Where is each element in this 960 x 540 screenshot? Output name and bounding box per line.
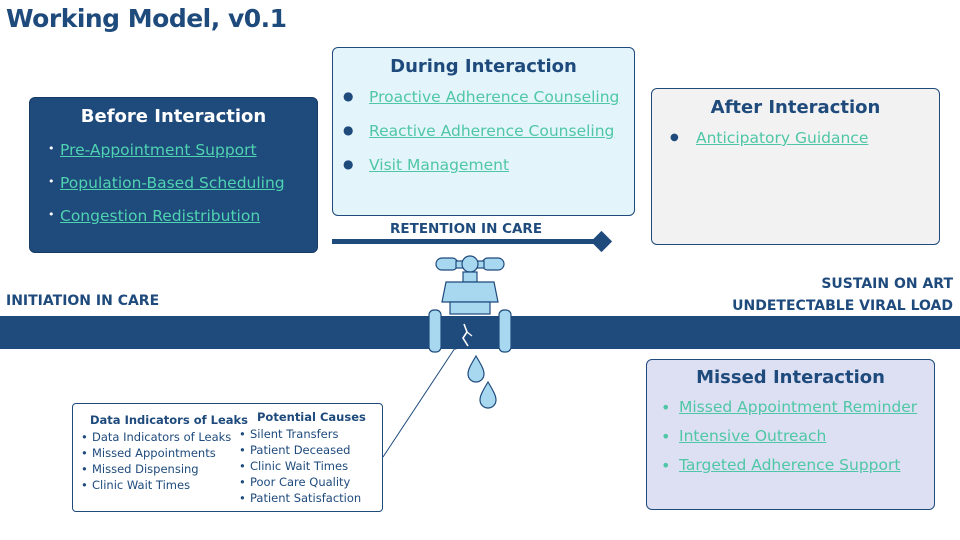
missed-appointment-reminder-link[interactable]: Missed Appointment Reminder	[679, 398, 918, 416]
missed-interaction-list: Missed Appointment Reminder Intensive Ou…	[661, 398, 934, 485]
congestion-redistribution-link[interactable]: Congestion Redistribution	[60, 207, 261, 225]
list-item: Patient Deceased	[239, 442, 366, 458]
list-item: Clinic Wait Times	[239, 458, 366, 474]
list-item: Pre-Appointment Support	[48, 141, 317, 174]
list-item: Congestion Redistribution	[48, 207, 317, 240]
indicators-column: Data Indicators of Leaks Data Indicators…	[81, 413, 248, 493]
pre-appointment-support-link[interactable]: Pre-Appointment Support	[60, 141, 257, 159]
during-interaction-list: Proactive Adherence Counseling Reactive …	[343, 88, 634, 190]
retention-arrow-head-icon	[590, 230, 613, 253]
during-interaction-title: During Interaction	[390, 56, 577, 77]
retention-arrow-line	[332, 239, 602, 244]
after-interaction-box: After Interaction Anticipatory Guidance	[651, 88, 940, 245]
list-item: Reactive Adherence Counseling	[343, 122, 634, 156]
list-item: Poor Care Quality	[239, 474, 366, 490]
after-interaction-title: After Interaction	[710, 97, 881, 118]
missed-interaction-title: Missed Interaction	[696, 367, 885, 388]
targeted-adherence-support-link[interactable]: Targeted Adherence Support	[679, 456, 901, 474]
retention-in-care-label: RETENTION IN CARE	[390, 221, 543, 237]
during-interaction-box: During Interaction Proactive Adherence C…	[332, 47, 635, 216]
indicators-list: Data Indicators of Leaks Missed Appointm…	[81, 429, 248, 493]
list-item: Missed Appointments	[81, 445, 248, 461]
reactive-adherence-counseling-link[interactable]: Reactive Adherence Counseling	[369, 122, 615, 140]
care-pipe	[0, 316, 960, 349]
list-item: Missed Appointment Reminder	[661, 398, 934, 427]
list-item: Targeted Adherence Support	[661, 456, 934, 485]
initiation-in-care-label: INITIATION IN CARE	[6, 293, 160, 309]
population-based-scheduling-link[interactable]: Population-Based Scheduling	[60, 174, 285, 192]
intensive-outreach-link[interactable]: Intensive Outreach	[679, 427, 827, 445]
before-interaction-list: Pre-Appointment Support Population-Based…	[48, 141, 317, 240]
proactive-adherence-counseling-link[interactable]: Proactive Adherence Counseling	[369, 88, 620, 106]
data-indicators-box: Data Indicators of Leaks Data Indicators…	[72, 403, 383, 512]
causes-list: Silent Transfers Patient Deceased Clinic…	[239, 426, 366, 506]
list-item: Intensive Outreach	[661, 427, 934, 456]
list-item: Population-Based Scheduling	[48, 174, 317, 207]
sustain-on-art-label: SUSTAIN ON ART	[821, 276, 953, 292]
undetectable-viral-load-label: UNDETECTABLE VIRAL LOAD	[732, 298, 953, 314]
visit-management-link[interactable]: Visit Management	[369, 156, 510, 174]
list-item: Silent Transfers	[239, 426, 366, 442]
list-item: Clinic Wait Times	[81, 477, 248, 493]
sustain-label: SUSTAIN ON ART UNDETECTABLE VIRAL LOAD	[732, 273, 953, 317]
list-item: Patient Satisfaction	[239, 490, 366, 506]
before-interaction-title: Before Interaction	[80, 106, 267, 127]
list-item: Missed Dispensing	[81, 461, 248, 477]
list-item: Data Indicators of Leaks	[81, 429, 248, 445]
list-item: Visit Management	[343, 156, 634, 190]
after-interaction-list: Anticipatory Guidance	[670, 129, 939, 147]
list-item: Proactive Adherence Counseling	[343, 88, 634, 122]
causes-title: Potential Causes	[257, 410, 366, 424]
before-interaction-box: Before Interaction Pre-Appointment Suppo…	[29, 97, 318, 253]
leaking-faucet-icon	[428, 255, 512, 409]
anticipatory-guidance-link[interactable]: Anticipatory Guidance	[696, 129, 869, 147]
list-item: Anticipatory Guidance	[670, 129, 939, 147]
indicators-title: Data Indicators of Leaks	[90, 413, 248, 427]
causes-column: Potential Causes Silent Transfers Patien…	[239, 410, 366, 506]
page-title: Working Model, v0.1	[6, 4, 287, 33]
missed-interaction-box: Missed Interaction Missed Appointment Re…	[646, 359, 935, 510]
